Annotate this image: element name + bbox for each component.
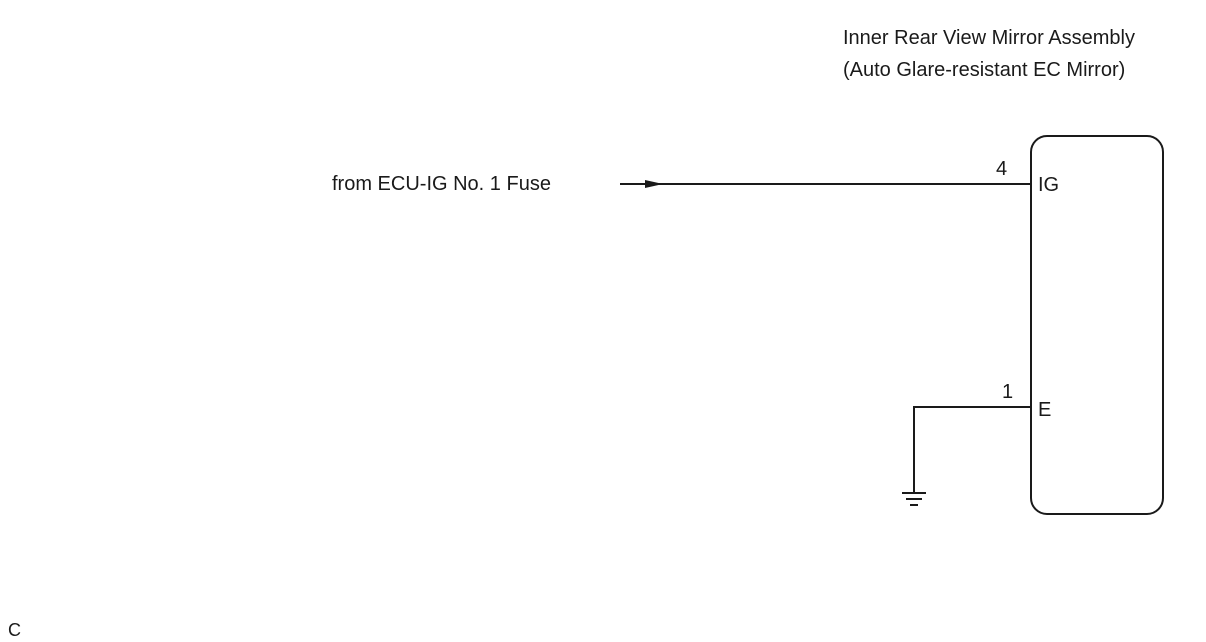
pin-name-ig: IG — [1038, 174, 1060, 196]
pin-number-ig: 4 — [996, 158, 1008, 180]
corner-code: C — [8, 620, 21, 640]
pin-name-e: E — [1038, 399, 1052, 421]
ground-wire — [913, 406, 1031, 492]
component-variant: (Auto Glare-resistant EC Mirror) — [843, 59, 1126, 81]
pin-number-e: 1 — [1002, 381, 1014, 403]
ground-icon — [902, 492, 926, 506]
mirror-assembly-body — [1030, 135, 1164, 515]
component-name: Inner Rear View Mirror Assembly — [843, 27, 1135, 49]
arrow-right-icon — [645, 180, 663, 188]
source-label: from ECU-IG No. 1 Fuse — [332, 173, 551, 195]
